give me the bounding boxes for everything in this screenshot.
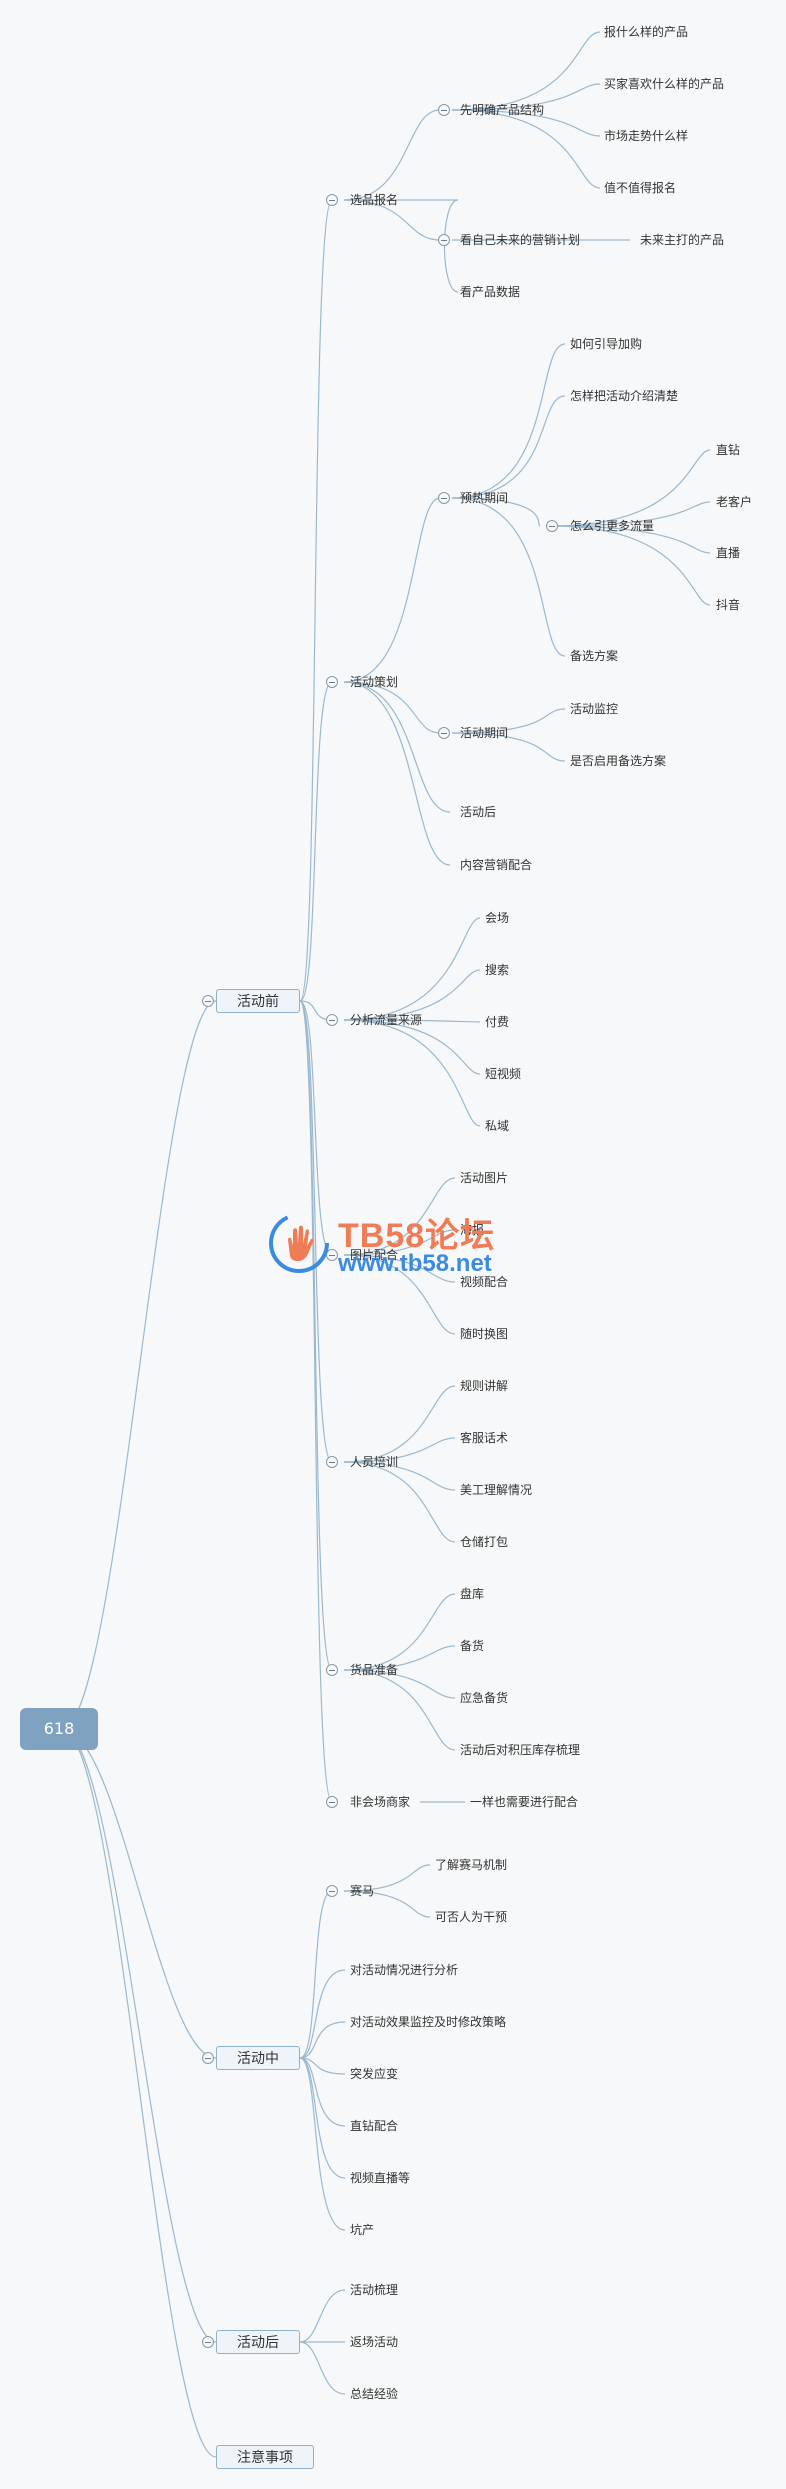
node-emergency[interactable]: 突发应变 bbox=[350, 2067, 399, 2081]
node-activity-image[interactable]: 活动图片 bbox=[460, 1171, 509, 1185]
node-poster[interactable]: 海报 bbox=[460, 1223, 485, 1237]
node-also-coop[interactable]: 一样也需要进行配合 bbox=[470, 1795, 579, 1809]
node-human-intervene[interactable]: 可否人为干预 bbox=[435, 1910, 508, 1924]
node-search[interactable]: 搜索 bbox=[485, 963, 510, 977]
node-image-coop[interactable]: 图片配合 bbox=[350, 1248, 399, 1262]
collapse-icon[interactable] bbox=[202, 995, 214, 1007]
node-art-understand[interactable]: 美工理解情况 bbox=[460, 1483, 533, 1497]
node-analyze[interactable]: 对活动情况进行分析 bbox=[350, 1963, 459, 1977]
node-emergency-stock[interactable]: 应急备货 bbox=[460, 1691, 509, 1705]
node-market-trend[interactable]: 市场走势什么样 bbox=[604, 129, 689, 143]
collapse-icon[interactable] bbox=[326, 194, 338, 206]
node-zhizuan-coop[interactable]: 直钻配合 bbox=[350, 2119, 399, 2133]
node-stock-prep[interactable]: 货品准备 bbox=[350, 1663, 399, 1677]
node-stocking[interactable]: 备货 bbox=[460, 1639, 485, 1653]
node-buyer-like[interactable]: 买家喜欢什么样的产品 bbox=[604, 77, 725, 91]
node-report-what[interactable]: 报什么样的产品 bbox=[604, 25, 689, 39]
node-guide-cart[interactable]: 如何引导加购 bbox=[570, 337, 643, 351]
collapse-icon[interactable] bbox=[326, 1885, 338, 1897]
collapse-icon[interactable] bbox=[326, 1456, 338, 1468]
node-short-video[interactable]: 短视频 bbox=[485, 1067, 522, 1081]
node-planning[interactable]: 活动策划 bbox=[350, 675, 399, 689]
root-node[interactable]: 618 bbox=[20, 1708, 98, 1750]
collapse-icon[interactable] bbox=[202, 2052, 214, 2064]
node-pit[interactable]: 坑产 bbox=[350, 2223, 375, 2237]
collapse-icon[interactable] bbox=[438, 727, 450, 739]
node-old-customer[interactable]: 老客户 bbox=[716, 495, 753, 509]
node-video-coop[interactable]: 视频配合 bbox=[460, 1275, 509, 1289]
watermark-hand-logo bbox=[269, 1213, 329, 1273]
collapse-icon[interactable] bbox=[326, 1014, 338, 1026]
node-zhizuan[interactable]: 直钻 bbox=[716, 443, 741, 457]
collapse-icon[interactable] bbox=[326, 676, 338, 688]
node-monitor-adjust[interactable]: 对活动效果监控及时修改策略 bbox=[350, 2015, 507, 2029]
node-race-mech[interactable]: 了解赛马机制 bbox=[435, 1858, 508, 1872]
node-worth[interactable]: 值不值得报名 bbox=[604, 181, 677, 195]
node-preheat[interactable]: 预热期间 bbox=[460, 491, 509, 505]
node-more-traffic[interactable]: 怎么引更多流量 bbox=[570, 519, 655, 533]
node-summary[interactable]: 总结经验 bbox=[350, 2387, 399, 2401]
node-private[interactable]: 私域 bbox=[485, 1119, 510, 1133]
node-rules[interactable]: 规则讲解 bbox=[460, 1379, 509, 1393]
node-warehouse-pack[interactable]: 仓储打包 bbox=[460, 1535, 509, 1549]
node-post-activity[interactable]: 活动后 bbox=[460, 805, 497, 819]
node-video-live[interactable]: 视频直播等 bbox=[350, 2171, 411, 2185]
node-post-stock-sort[interactable]: 活动后对积压库存梳理 bbox=[460, 1743, 581, 1757]
node-race[interactable]: 赛马 bbox=[350, 1884, 375, 1898]
node-during-period[interactable]: 活动期间 bbox=[460, 726, 509, 740]
node-return[interactable]: 返场活动 bbox=[350, 2335, 399, 2349]
node-inventory[interactable]: 盘库 bbox=[460, 1587, 485, 1601]
node-future-product[interactable]: 未来主打的产品 bbox=[640, 233, 725, 247]
node-venue[interactable]: 会场 bbox=[485, 911, 510, 925]
node-staff-training[interactable]: 人员培训 bbox=[350, 1455, 399, 1469]
collapse-icon[interactable] bbox=[326, 1796, 338, 1808]
node-live[interactable]: 直播 bbox=[716, 546, 741, 560]
watermark-title: TB58论坛 bbox=[338, 1217, 496, 1255]
node-backup[interactable]: 备选方案 bbox=[570, 649, 619, 663]
collapse-icon[interactable] bbox=[438, 234, 450, 246]
node-anytime-change[interactable]: 随时换图 bbox=[460, 1327, 509, 1341]
phase-after[interactable]: 活动后 bbox=[216, 2330, 300, 2354]
phase-before[interactable]: 活动前 bbox=[216, 989, 300, 1013]
node-paid[interactable]: 付费 bbox=[485, 1015, 510, 1029]
collapse-icon[interactable] bbox=[326, 1249, 338, 1261]
watermark-url: www.tb58.net bbox=[338, 1250, 492, 1277]
node-sort[interactable]: 活动梳理 bbox=[350, 2283, 399, 2297]
collapse-icon[interactable] bbox=[438, 492, 450, 504]
node-enable-backup[interactable]: 是否启用备选方案 bbox=[570, 754, 667, 768]
node-clear-structure[interactable]: 先明确产品结构 bbox=[460, 103, 545, 117]
node-traffic-source[interactable]: 分析流量来源 bbox=[350, 1013, 423, 1027]
node-content-marketing[interactable]: 内容营销配合 bbox=[460, 858, 533, 872]
node-monitor[interactable]: 活动监控 bbox=[570, 702, 619, 716]
node-select[interactable]: 选品报名 bbox=[350, 193, 399, 207]
collapse-icon[interactable] bbox=[202, 2336, 214, 2348]
node-cs-script[interactable]: 客服话术 bbox=[460, 1431, 509, 1445]
collapse-icon[interactable] bbox=[438, 104, 450, 116]
phase-during[interactable]: 活动中 bbox=[216, 2046, 300, 2070]
node-future-plan[interactable]: 看自己未来的营销计划 bbox=[460, 233, 581, 247]
phase-notes[interactable]: 注意事项 bbox=[216, 2445, 314, 2469]
node-intro-clear[interactable]: 怎样把活动介绍清楚 bbox=[570, 389, 679, 403]
collapse-icon[interactable] bbox=[546, 520, 558, 532]
node-non-venue[interactable]: 非会场商家 bbox=[350, 1795, 411, 1809]
node-product-data[interactable]: 看产品数据 bbox=[460, 285, 521, 299]
collapse-icon[interactable] bbox=[326, 1664, 338, 1676]
node-douyin[interactable]: 抖音 bbox=[716, 598, 741, 612]
